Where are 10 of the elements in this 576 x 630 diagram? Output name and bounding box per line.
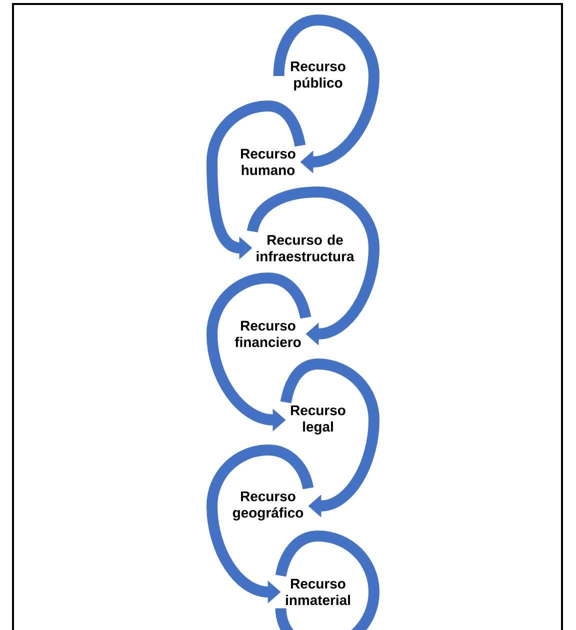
node-text: Recurso legal: [291, 406, 346, 434]
node-text: Recurso humano: [241, 148, 296, 176]
node-text: Recurso geográfico: [232, 492, 304, 520]
node-text: Recurso público: [291, 62, 346, 90]
node-text: Recurso financiero: [234, 320, 301, 348]
curved-arrow: [280, 358, 380, 518]
curved-arrow: [273, 14, 380, 174]
node-text: Recurso inmaterial: [286, 578, 350, 606]
curved-arrow: [246, 186, 380, 346]
node-text: Recurso de infraestructura: [256, 234, 354, 262]
